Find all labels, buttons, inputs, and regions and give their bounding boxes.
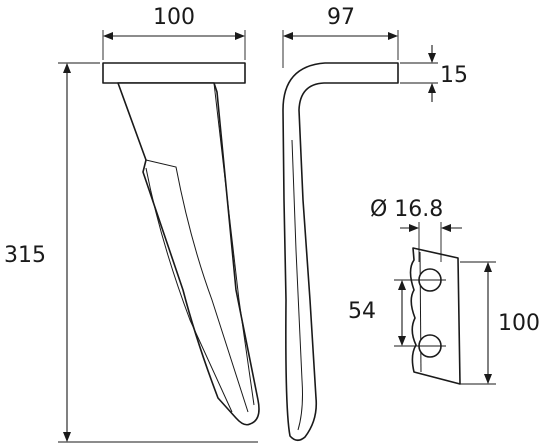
label-height: 315 (4, 243, 46, 268)
front-blade-bevel (145, 159, 249, 413)
dim-plate-height: 100 (460, 261, 540, 385)
dim-front-width: 100 (102, 5, 246, 60)
dim-thickness: 15 (400, 45, 468, 102)
plate-detail (409, 247, 461, 385)
label-hole-spacing: 54 (348, 299, 376, 324)
front-view (102, 62, 260, 426)
dim-side-width: 97 (282, 5, 399, 68)
label-plate-height: 100 (498, 311, 540, 336)
front-blade (117, 82, 260, 426)
label-side-width: 97 (327, 5, 355, 30)
label-thickness: 15 (440, 63, 468, 88)
label-hole-diameter: Ø 16.8 (370, 197, 443, 222)
dim-hole-spacing: 54 (348, 279, 418, 347)
side-view (282, 62, 399, 442)
dim-hole-diameter: Ø 16.8 (370, 197, 462, 262)
front-blade-edge (213, 82, 255, 406)
plate-outline (409, 247, 461, 385)
label-front-width: 100 (153, 5, 195, 30)
front-blade-face (145, 167, 233, 413)
dim-height: 315 (4, 62, 258, 443)
side-tine-profile (282, 62, 399, 442)
side-tine-inner-line (291, 139, 303, 431)
front-mounting-plate (102, 62, 246, 84)
